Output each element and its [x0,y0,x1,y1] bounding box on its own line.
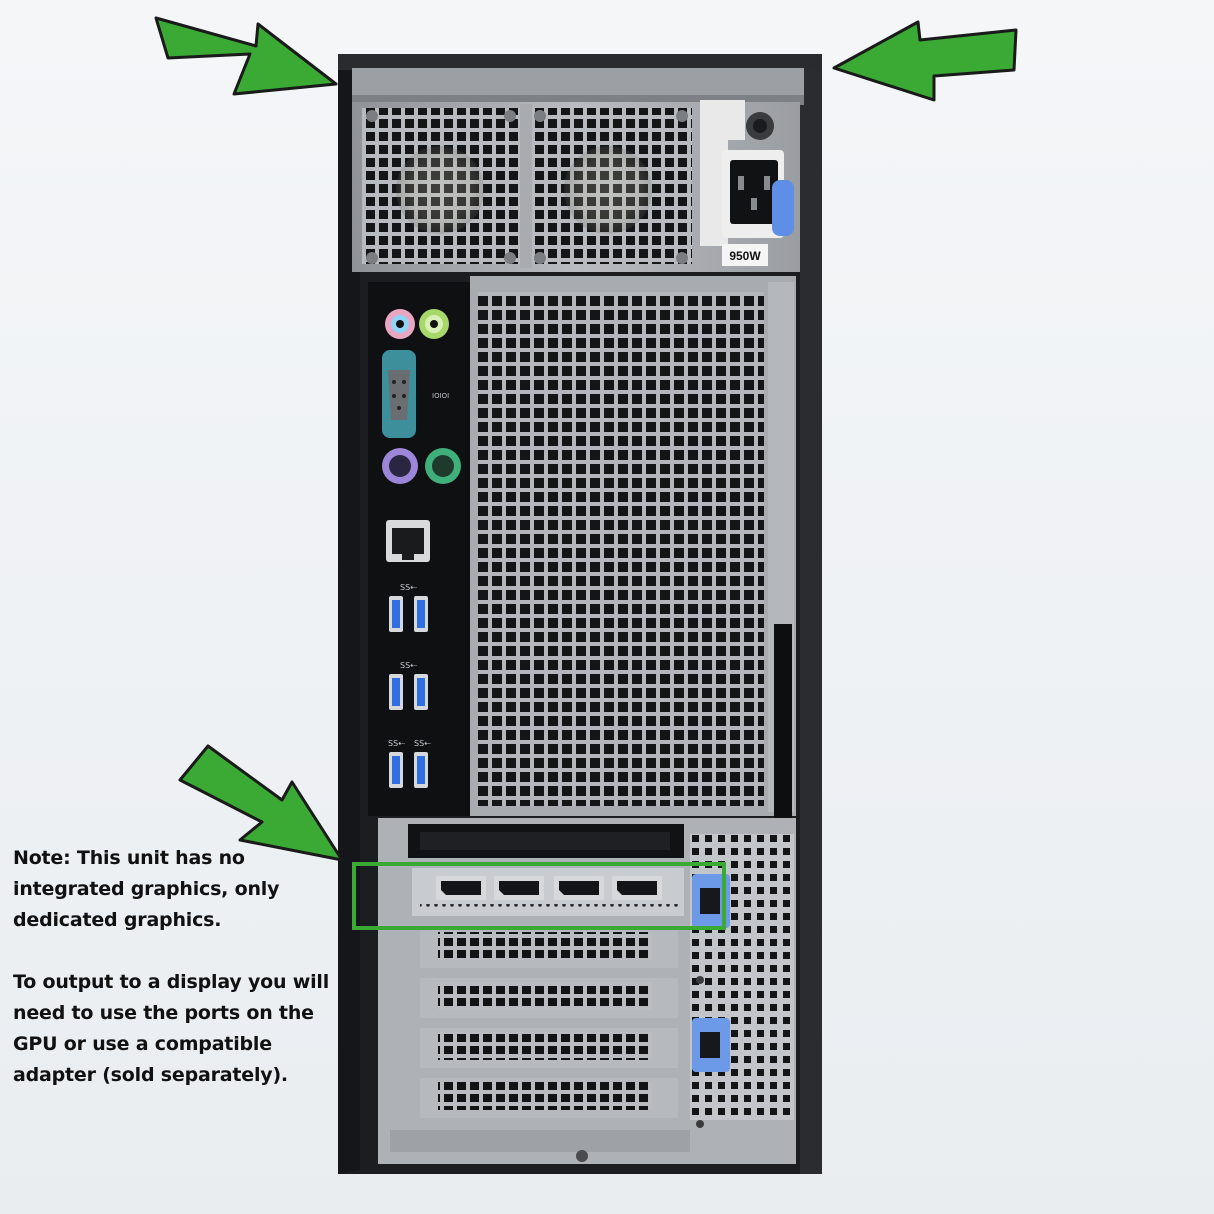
gpu-ports-highlight-box [352,862,726,930]
serial-port-icon: IOIOI [382,350,449,438]
usb-port-icon: SS⇠ SS⇠ SS⇠ SS⇠ [388,583,431,788]
usb-label-2: SS⇠ [400,661,417,670]
expansion-slot-area [378,818,796,1164]
usb-label-1: SS⇠ [400,583,417,592]
graphics-note: Note: This unit has no integrated graphi… [13,843,333,1091]
arrow-top-left-icon [154,16,338,96]
note-paragraph-1: Note: This unit has no integrated graphi… [13,847,280,931]
rear-mesh-grille [470,276,796,820]
rear-io-panel: IOIOI SS⇠ SS⇠ SS⇠ SS⇠ [368,282,470,816]
graphics-card-bracket [412,868,684,916]
serial-port-label: IOIOI [432,392,449,400]
audio-jack-icon [385,309,449,339]
ps2-port-icon [382,448,461,484]
power-supply: 950W [352,100,800,272]
note-paragraph-2: To output to a display you will need to … [13,971,330,1086]
ethernet-port-icon [386,520,430,562]
psu-wattage-label: 950W [729,249,761,263]
displayport-icon [436,876,662,900]
usb-label-3a: SS⇠ [388,739,405,748]
usb-label-3b: SS⇠ [414,739,431,748]
arrow-bottom-left-icon [178,744,344,862]
arrow-top-right-icon [832,20,1018,102]
